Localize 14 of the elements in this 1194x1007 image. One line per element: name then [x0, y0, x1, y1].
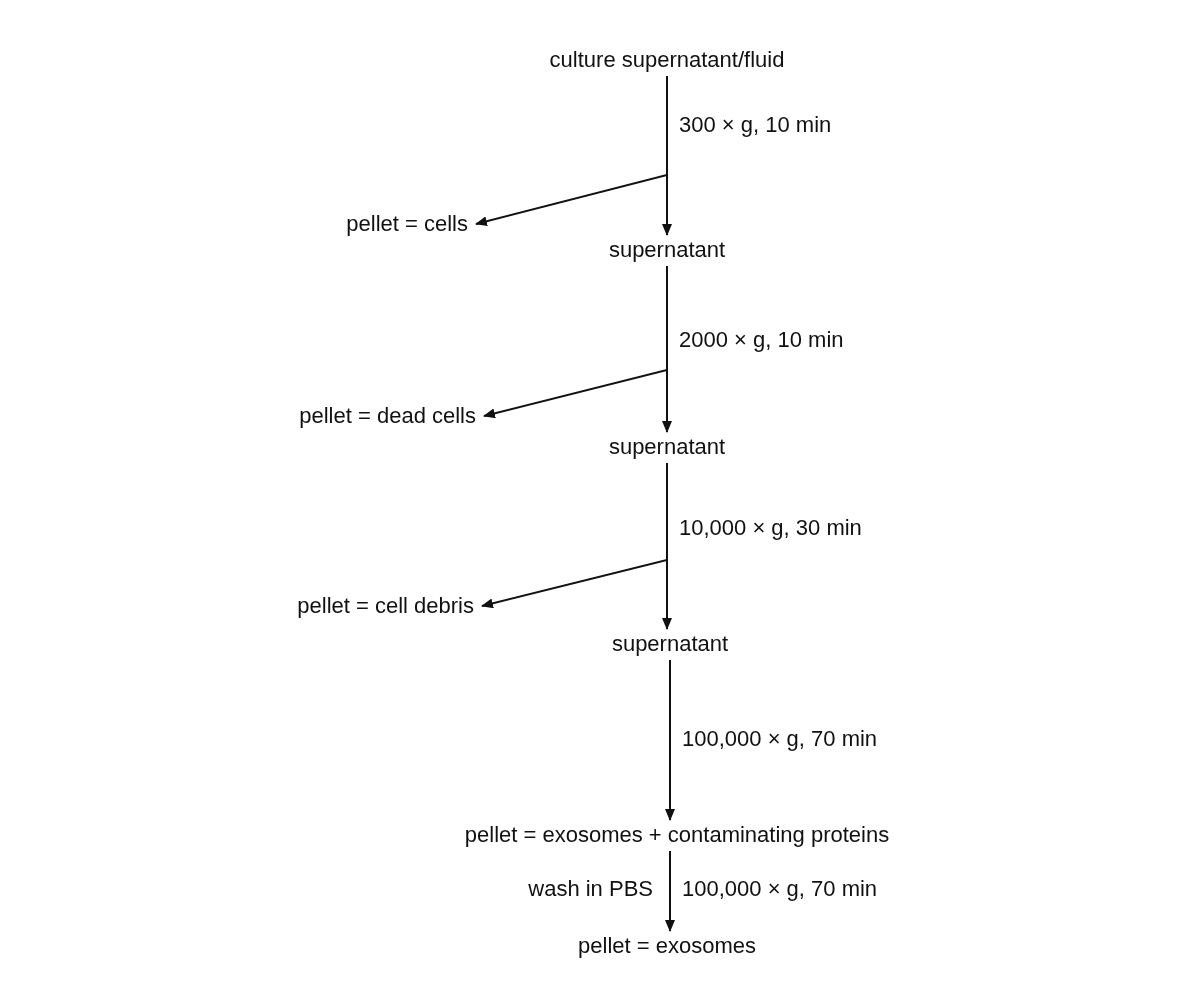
arrow: [665, 659, 675, 821]
arrow: [475, 75, 668, 227]
step-text: supernatant: [606, 434, 728, 460]
step-text: pellet = cells: [344, 211, 470, 237]
step-text: pellet = exosomes: [576, 933, 758, 959]
step-text: culture supernatant/fluid: [547, 47, 787, 73]
step-text: supernatant: [606, 237, 728, 263]
step-text: pellet = exosomes + contaminating proteins: [462, 822, 892, 848]
arrow: [483, 265, 668, 419]
arrow: [481, 462, 668, 609]
arrow: [665, 850, 675, 932]
step-text: pellet = cell debris: [295, 593, 476, 619]
step-text: supernatant: [609, 631, 731, 657]
step-text: pellet = dead cells: [297, 403, 478, 429]
